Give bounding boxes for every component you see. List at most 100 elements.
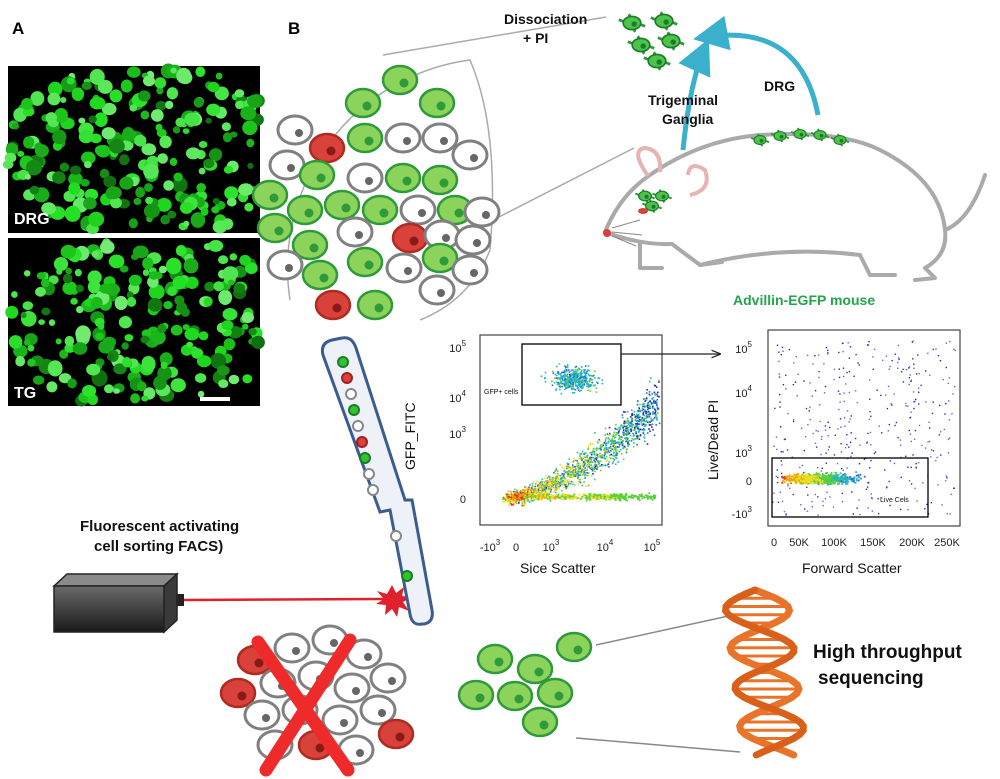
neuron-soma	[222, 266, 239, 281]
neuron-soma	[87, 394, 98, 406]
neuron-soma	[64, 343, 76, 353]
neuron-soma	[242, 120, 258, 136]
neuron-soma	[113, 363, 127, 375]
neuron-soma	[143, 75, 155, 87]
neuron-soma	[147, 155, 159, 165]
neuron-soma	[91, 250, 99, 258]
neuron-soma	[81, 81, 92, 90]
neuron-soma	[64, 205, 81, 222]
neuron-soma	[128, 218, 138, 229]
neuron-soma	[30, 91, 45, 106]
neuron-soma	[124, 334, 134, 342]
neuron-soma	[154, 77, 167, 89]
tick-label: 105	[449, 339, 466, 355]
neuron-soma	[160, 361, 168, 369]
tick-label: 0	[771, 537, 777, 549]
green-cell	[418, 87, 456, 119]
neuron-soma	[198, 141, 208, 148]
red-cell-in-stream	[341, 372, 353, 384]
neuron-soma	[27, 344, 35, 352]
neuron-soma	[103, 175, 117, 188]
cells-in-stream	[337, 356, 413, 582]
neuron-soma	[102, 336, 117, 348]
grey-cell	[399, 194, 437, 226]
neuron-soma	[213, 281, 224, 292]
neuron-soma	[99, 283, 112, 294]
neuron-soma	[246, 138, 255, 148]
neuron-soma	[135, 186, 146, 198]
neuron-soma	[41, 278, 50, 288]
plot2-xlabel: Forward Scatter	[802, 560, 902, 576]
panel-b-label: B	[288, 19, 300, 38]
neuron-soma	[97, 79, 113, 94]
neuron-soma	[221, 122, 231, 131]
neuron-soma	[172, 126, 181, 134]
tg-arrow	[678, 38, 711, 151]
green-cell	[384, 162, 422, 194]
neuron-soma	[194, 373, 207, 383]
neuron-soma	[23, 136, 35, 149]
green-cell	[421, 164, 459, 196]
grey-cell	[418, 274, 456, 306]
neuron-soma	[55, 338, 62, 345]
neuron-soma	[126, 66, 141, 78]
neuron-soma	[109, 139, 125, 154]
plot1-xlabel: Sice Scatter	[520, 560, 596, 576]
panel-a-label: A	[12, 19, 24, 38]
neuron-soma	[126, 291, 134, 299]
neuron-soma	[98, 323, 105, 330]
gfp-neuron-cluster	[618, 11, 685, 71]
neuron-soma	[100, 240, 115, 254]
neuron-soma	[140, 110, 150, 120]
neuron-soma	[163, 301, 173, 310]
neuron-soma	[72, 342, 88, 355]
neuron-soma	[130, 393, 141, 404]
neuron-soma	[228, 279, 235, 286]
tick-label: 103	[543, 538, 560, 554]
neuron-soma	[156, 128, 167, 138]
green-cell	[251, 179, 289, 211]
rejected-red-cell	[219, 677, 257, 709]
neuron-soma	[21, 98, 33, 110]
rejected-red-cell	[377, 718, 415, 750]
neuron-soma	[99, 168, 110, 179]
neuron-soma	[182, 128, 190, 134]
neuron-soma	[170, 324, 183, 336]
dna-helix-icon	[721, 586, 807, 759]
neuron-soma	[94, 145, 106, 156]
grey-cell	[454, 224, 492, 256]
green-cell	[286, 194, 324, 226]
neuron-soma	[182, 324, 190, 331]
neuron-soma	[205, 117, 212, 124]
neuron-soma	[183, 220, 190, 227]
neuron-soma	[166, 87, 179, 100]
facs-title-line1: Fluorescent activating	[80, 518, 239, 535]
neuron-soma	[22, 301, 34, 310]
neuron-soma	[29, 185, 40, 195]
neuron-soma	[184, 328, 200, 341]
neuron-soma	[46, 381, 58, 393]
dissociated-cells	[251, 64, 501, 321]
green-cell	[344, 87, 382, 119]
sorted-gfp-cell	[476, 643, 514, 675]
neuron-soma	[159, 135, 172, 149]
neuron-soma	[60, 97, 67, 103]
tick-label: 200K	[899, 537, 925, 549]
neuron-soma	[47, 360, 63, 377]
neuron-soma	[239, 254, 251, 266]
neuron-soma	[126, 296, 137, 307]
neuron-soma	[80, 179, 90, 187]
tick-label: 103	[735, 444, 752, 460]
neuron-soma	[247, 94, 263, 108]
neuron-soma	[52, 171, 66, 184]
red-cell-in-stream	[356, 436, 368, 448]
neuron-soma	[240, 106, 257, 121]
neuron-soma	[36, 272, 47, 280]
sequencing-line1: High throughput	[813, 642, 962, 663]
neuron-soma	[145, 196, 154, 205]
neuron-soma	[59, 162, 70, 172]
neuron-soma	[209, 148, 223, 162]
plot1-ylabel: GFP_FITC	[402, 402, 418, 470]
gfp-neuron	[635, 189, 655, 203]
